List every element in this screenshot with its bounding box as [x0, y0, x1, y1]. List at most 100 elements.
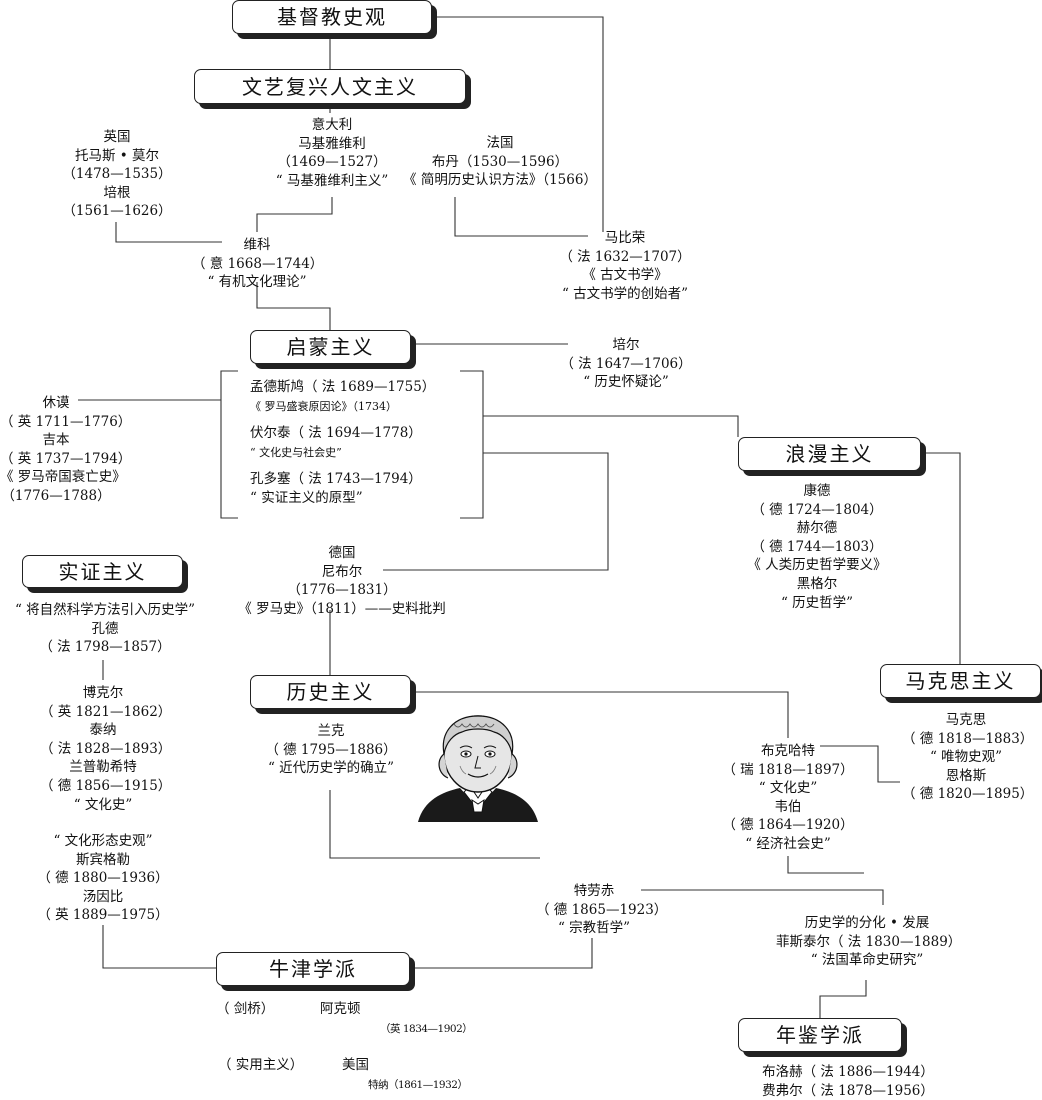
- work-title: 《 简明历史认识方法》（1566）: [403, 172, 597, 189]
- spengler-group: “ 文化形态史观” 斯宾格勒 （ 德 1880—1936） 汤因比 （ 英 18…: [34, 832, 172, 925]
- person-years: （ 德 1864—1920）: [722, 817, 854, 834]
- person-years: （ 德 1795—1886）: [265, 741, 397, 758]
- hume-gibbon-group: 休谟 （ 英 1711—1776） 吉本 （ 英 1737—1794） 《 罗马…: [0, 394, 132, 506]
- person-name: 吉本: [42, 432, 70, 449]
- work-years: （1776—1788）: [1, 487, 111, 504]
- person-years: （ 德 1724—1804）: [751, 501, 883, 518]
- acton-years: （英 1834—1902）: [380, 1023, 473, 1035]
- troeltsch-group: 特劳赤 （ 德 1865—1923） “ 宗教哲学”: [536, 882, 668, 938]
- person-years: （ 德 1820—1895）: [902, 786, 1034, 803]
- box-marxism: 马克思主义: [880, 664, 1041, 698]
- work-title: 《 罗马帝国衰亡史》: [0, 469, 126, 486]
- ranke-portrait-icon: [418, 715, 538, 822]
- person-name: 孔德: [91, 620, 119, 637]
- country-label: 英国: [103, 129, 131, 145]
- person-name: 黑格尔: [796, 575, 838, 592]
- concept-quote: “ 文化形态史观”: [53, 833, 153, 849]
- person-years: （ 英 1889—1975）: [37, 907, 169, 924]
- person-name: 培尔: [612, 337, 640, 353]
- person-years: （ 德 1744—1803）: [751, 538, 883, 555]
- fustel-group: 历史学的分化 • 发展 菲斯泰尔（ 法 1830—1889） “ 法国革命史研究…: [776, 914, 962, 970]
- person-name: 休谟: [42, 395, 70, 411]
- acton-name: 阿克顿: [320, 1001, 361, 1017]
- person-years: （ 英 1737—1794）: [0, 450, 132, 467]
- person-years: （ 德 1856—1915）: [40, 777, 172, 794]
- person-years: （ 意 1668—1744）: [192, 255, 324, 272]
- person-name: 兰克: [317, 723, 345, 739]
- person-name: 托马斯 • 莫尔: [74, 147, 160, 164]
- concept-quote: “ 近代历史学的确立”: [267, 760, 395, 777]
- person-name: 汤因比: [82, 888, 124, 905]
- pragmatism-label: （ 实用主义）: [218, 1057, 304, 1073]
- work-title: 《 罗马史》（1811）——史料批判: [238, 600, 446, 617]
- person-name: 布丹（1530—1596）: [431, 153, 569, 170]
- concept-quote: “ 有机文化理论”: [207, 274, 307, 291]
- concept-quote: “ 古文书学的创始者”: [561, 285, 689, 302]
- niebuhr-group: 德国 尼布尔 （1776—1831） 《 罗马史》（1811）——史料批判: [232, 544, 452, 618]
- person-name: 赫尔德: [796, 520, 838, 537]
- person-name: 特劳赤: [573, 883, 615, 899]
- person-years: （ 法 1647—1706）: [560, 355, 692, 372]
- person-years: （ 法 1632—1707）: [559, 248, 691, 265]
- section-label: 历史学的分化 • 发展: [804, 915, 930, 931]
- person-name: 恩格斯: [945, 767, 987, 784]
- person-years: （ 英 1711—1776）: [0, 413, 132, 430]
- enlightenment-members: 孟德斯鸠（ 法 1689—1755） 《 罗马盛衰原因论》（1734） 伏尔泰（…: [250, 378, 460, 508]
- person-voltaire: 伏尔泰（ 法 1694—1778）: [250, 425, 422, 442]
- person-years: （1469—1527）: [277, 154, 387, 171]
- box-positivism: 实证主义: [22, 555, 183, 588]
- country-label: 意大利: [311, 117, 353, 133]
- person-years: （ 瑞 1818—1897）: [722, 761, 854, 778]
- person-name: 马克思: [945, 712, 987, 728]
- person-years: （ 法 1828—1893）: [40, 740, 172, 757]
- person-years: （ 德 1880—1936）: [37, 870, 169, 887]
- person-name: 维科: [243, 237, 271, 253]
- concept-quote: “ 法国革命史研究”: [810, 952, 924, 969]
- france-group: 法国 布丹（1530—1596） 《 简明历史认识方法》（1566）: [400, 134, 600, 190]
- burckhardt-group: 布克哈特 （ 瑞 1818—1897） “ 文化史” 韦伯 （ 德 1864—1…: [722, 742, 854, 854]
- vico-group: 维科 （ 意 1668—1744） “ 有机文化理论”: [192, 236, 324, 292]
- concept-quote: “ 文化史与社会史”: [250, 445, 342, 459]
- person-years: （1776—1831）: [287, 582, 397, 599]
- buckle-group: 博克尔 （ 英 1821—1862） 泰纳 （ 法 1828—1893） 兰普勒…: [40, 684, 172, 814]
- person-years: （ 法 1798—1857）: [39, 639, 171, 656]
- cambridge-label: （ 剑桥）: [216, 1001, 275, 1017]
- concept-quote: “ 马基雅维利主义”: [275, 172, 389, 189]
- person-name: 马比荣: [604, 230, 646, 246]
- person-years: （ 德 1865—1923）: [536, 901, 668, 918]
- country-label: 德国: [328, 545, 356, 561]
- person-name: 康德: [803, 483, 831, 499]
- turner-name: 特纳（1861—1932）: [368, 1079, 468, 1091]
- concept-quote: “ 文化史”: [758, 780, 818, 797]
- person-name: 兰普勒希特: [69, 759, 137, 776]
- england-group: 英国 托马斯 • 莫尔 （1478—1535） 培根 （1561—1626）: [55, 128, 179, 221]
- person-name: 培根: [103, 184, 131, 201]
- concept-quote: “ 文化史”: [73, 796, 133, 813]
- italy-group: 意大利 马基雅维利 （1469—1527） “ 马基雅维利主义”: [258, 116, 406, 190]
- usa-label: 美国: [342, 1057, 369, 1073]
- bayle-group: 培尔 （ 法 1647—1706） “ 历史怀疑论”: [560, 336, 692, 392]
- concept-quote: “ 将自然科学方法引入历史学”: [14, 602, 196, 618]
- box-romanticism: 浪漫主义: [738, 437, 921, 471]
- person-name: 斯宾格勒: [76, 851, 130, 868]
- person-condorcet: 孔多塞（ 法 1743—1794）: [250, 471, 422, 488]
- annales-members: 布洛赫（ 法 1886—1944） 费弗尔（ 法 1878—1956）: [752, 1063, 944, 1100]
- romanticism-members: 康德 （ 德 1724—1804） 赫尔德 （ 德 1744—1803） 《 人…: [734, 482, 900, 612]
- box-oxford-school: 牛津学派: [216, 952, 410, 986]
- box-annales-school: 年鉴学派: [738, 1018, 902, 1052]
- concept-quote: “ 历史怀疑论”: [583, 374, 669, 391]
- concept-quote: “ 经济社会史”: [745, 835, 831, 852]
- person-name: 博克尔: [82, 685, 124, 701]
- person-years: （ 德 1818—1883）: [902, 730, 1034, 747]
- person-montesquieu: 孟德斯鸠（ 法 1689—1755）: [250, 379, 436, 395]
- box-historicism: 历史主义: [250, 675, 411, 709]
- person-years: （ 英 1821—1862）: [40, 703, 172, 720]
- person-years: （1478—1535）: [62, 166, 172, 183]
- person-name: 马基雅维利: [298, 135, 366, 152]
- person-name: 尼布尔: [321, 563, 363, 580]
- concept-quote: “ 宗教哲学”: [557, 920, 631, 937]
- ranke-group: 兰克 （ 德 1795—1886） “ 近代历史学的确立”: [255, 722, 407, 778]
- person-name: 菲斯泰尔（ 法 1830—1889）: [776, 933, 962, 950]
- work-title: 《 罗马盛衰原因论》（1734）: [250, 399, 397, 413]
